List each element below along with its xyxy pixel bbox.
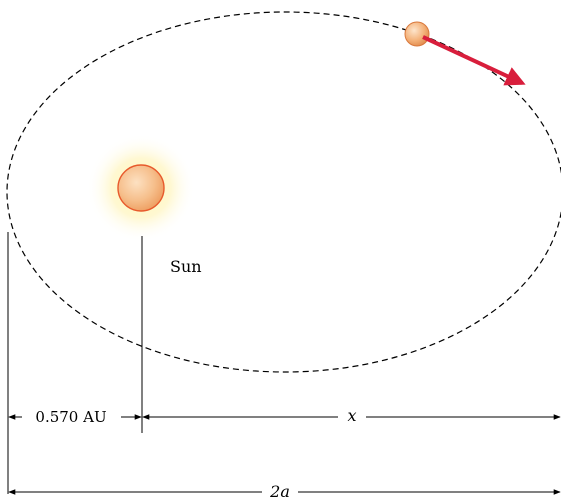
planet-icon [404,21,430,47]
major-axis-label: 2a [269,482,290,501]
sun-icon [87,134,195,242]
x-label: x [347,406,356,425]
orbit-path [6,11,561,373]
sun-label: Sun [170,257,202,276]
perihelion-distance-label: 0.570 AU [35,408,106,426]
velocity-arrow-icon [422,35,526,86]
